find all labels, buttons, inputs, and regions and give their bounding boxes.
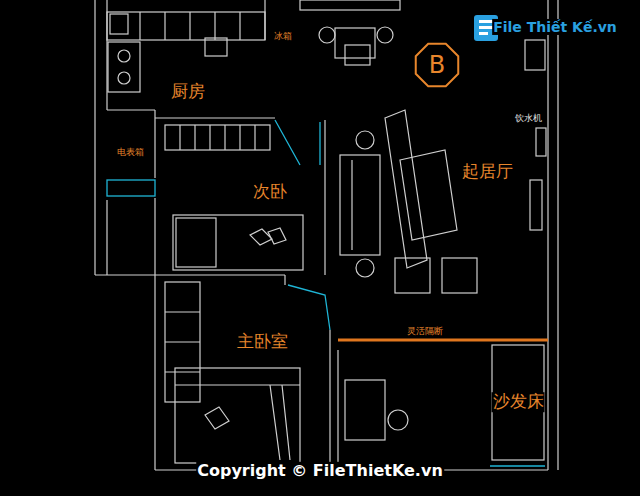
fixture-label: 饮水机	[514, 113, 543, 123]
room-name: 次卧	[252, 182, 288, 202]
section-marker: B	[412, 40, 462, 90]
fixture-label: 电表箱	[116, 147, 145, 157]
room-name: 厨房	[170, 82, 206, 102]
room-name: 沙发床	[492, 392, 545, 412]
room-name: 起居厅	[461, 162, 514, 182]
section-letter: B	[412, 40, 462, 90]
fixture-label: 冰箱	[273, 31, 293, 41]
partition-label: 灵活隔断	[406, 326, 444, 336]
watermark-logo: File Thiết Kế.vn	[492, 19, 618, 35]
watermark-copyright: Copyright © FileThietKe.vn	[196, 462, 444, 480]
room-name: 主卧室	[236, 332, 289, 352]
